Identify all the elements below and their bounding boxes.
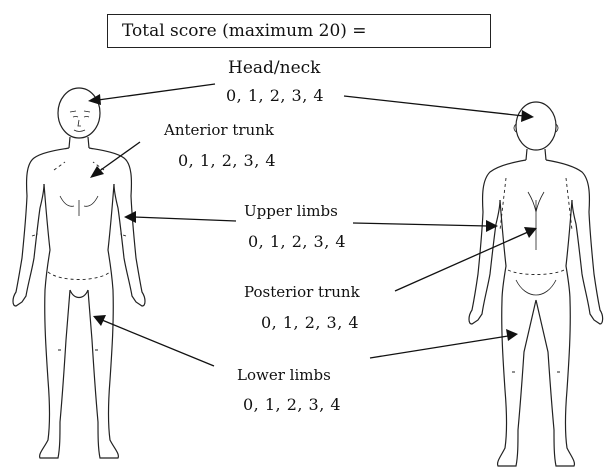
total-score-label: Total score (maximum 20) = [122,21,367,41]
region-label-head-neck: Head/neck [228,58,320,78]
arrow-anterior-trunk [90,142,140,178]
back-body-figure [469,102,603,466]
region-scale-anterior-trunk: 0, 1, 2, 3, 4 [178,151,276,170]
region-scale-lower-limbs: 0, 1, 2, 3, 4 [243,395,341,414]
total-score-box: Total score (maximum 20) = [107,14,491,48]
front-body-figure [13,88,145,458]
region-scale-upper-limbs: 0, 1, 2, 3, 4 [248,232,346,251]
arrow-posterior-trunk [395,227,537,291]
region-label-lower-limbs: Lower limbs [237,366,331,384]
arrow-upper-limbs-back [353,220,498,232]
arrow-lower-limbs-back [370,329,518,358]
region-label-upper-limbs: Upper limbs [244,202,338,220]
arrow-head-back [344,96,534,122]
region-scale-head-neck: 0, 1, 2, 3, 4 [226,86,324,105]
region-scale-posterior-trunk: 0, 1, 2, 3, 4 [261,313,359,332]
region-label-anterior-trunk: Anterior trunk [164,121,274,139]
region-label-posterior-trunk: Posterior trunk [244,283,360,301]
arrow-head-front [88,84,215,105]
arrow-upper-limbs-front [124,211,236,223]
